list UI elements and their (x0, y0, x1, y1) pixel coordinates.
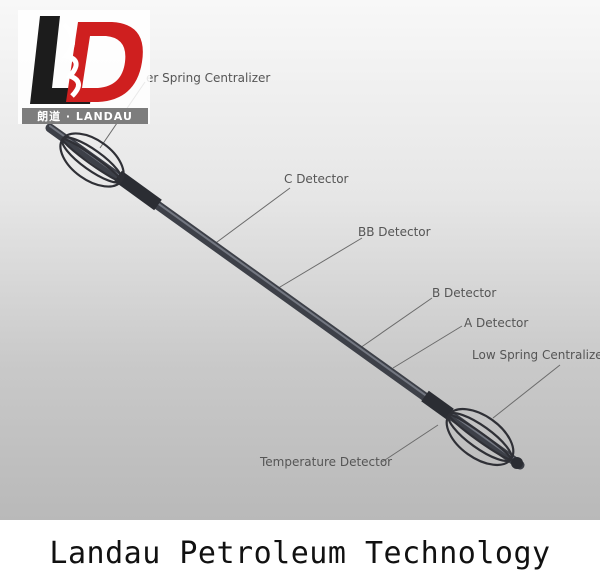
label-low-spring-centralizer: Low Spring Centralizer (472, 348, 600, 362)
leader-lines (99, 81, 561, 463)
leader-c-detector (212, 187, 291, 246)
tool-diagram: er Spring Centralizer C Detector BB Dete… (18, 10, 600, 470)
caption-bar: Landau Petroleum Technology (0, 520, 600, 586)
logo-letter-d (66, 22, 143, 102)
label-a-detector: A Detector (464, 316, 528, 330)
lower-collar (421, 390, 454, 420)
logging-tool (45, 123, 525, 470)
leader-temperature-detector (381, 424, 439, 463)
logo-letter-l (30, 16, 92, 104)
logo-text: 朗道 · LANDAU (37, 109, 133, 123)
label-upper-spring-centralizer: er Spring Centralizer (146, 71, 270, 85)
upper-spring-centralizer (59, 132, 125, 188)
tool-tip (511, 457, 523, 469)
low-spring-centralizer (445, 407, 515, 467)
label-b-detector: B Detector (432, 286, 496, 300)
logo-banner (22, 108, 148, 124)
label-bb-detector: BB Detector (358, 225, 431, 239)
label-c-detector: C Detector (284, 172, 349, 186)
logo-flame-mark (61, 22, 81, 98)
leader-b-detector (359, 297, 433, 349)
leader-a-detector (392, 325, 463, 369)
diagram-area: er Spring Centralizer C Detector BB Dete… (0, 0, 600, 520)
leader-low-centralizer (492, 364, 561, 419)
upper-collar (114, 170, 162, 211)
leader-bb-detector (274, 237, 363, 291)
label-temperature-detector: Temperature Detector (259, 455, 392, 469)
company-caption: Landau Petroleum Technology (49, 535, 551, 571)
landau-logo: 朗道 · LANDAU (18, 10, 150, 124)
